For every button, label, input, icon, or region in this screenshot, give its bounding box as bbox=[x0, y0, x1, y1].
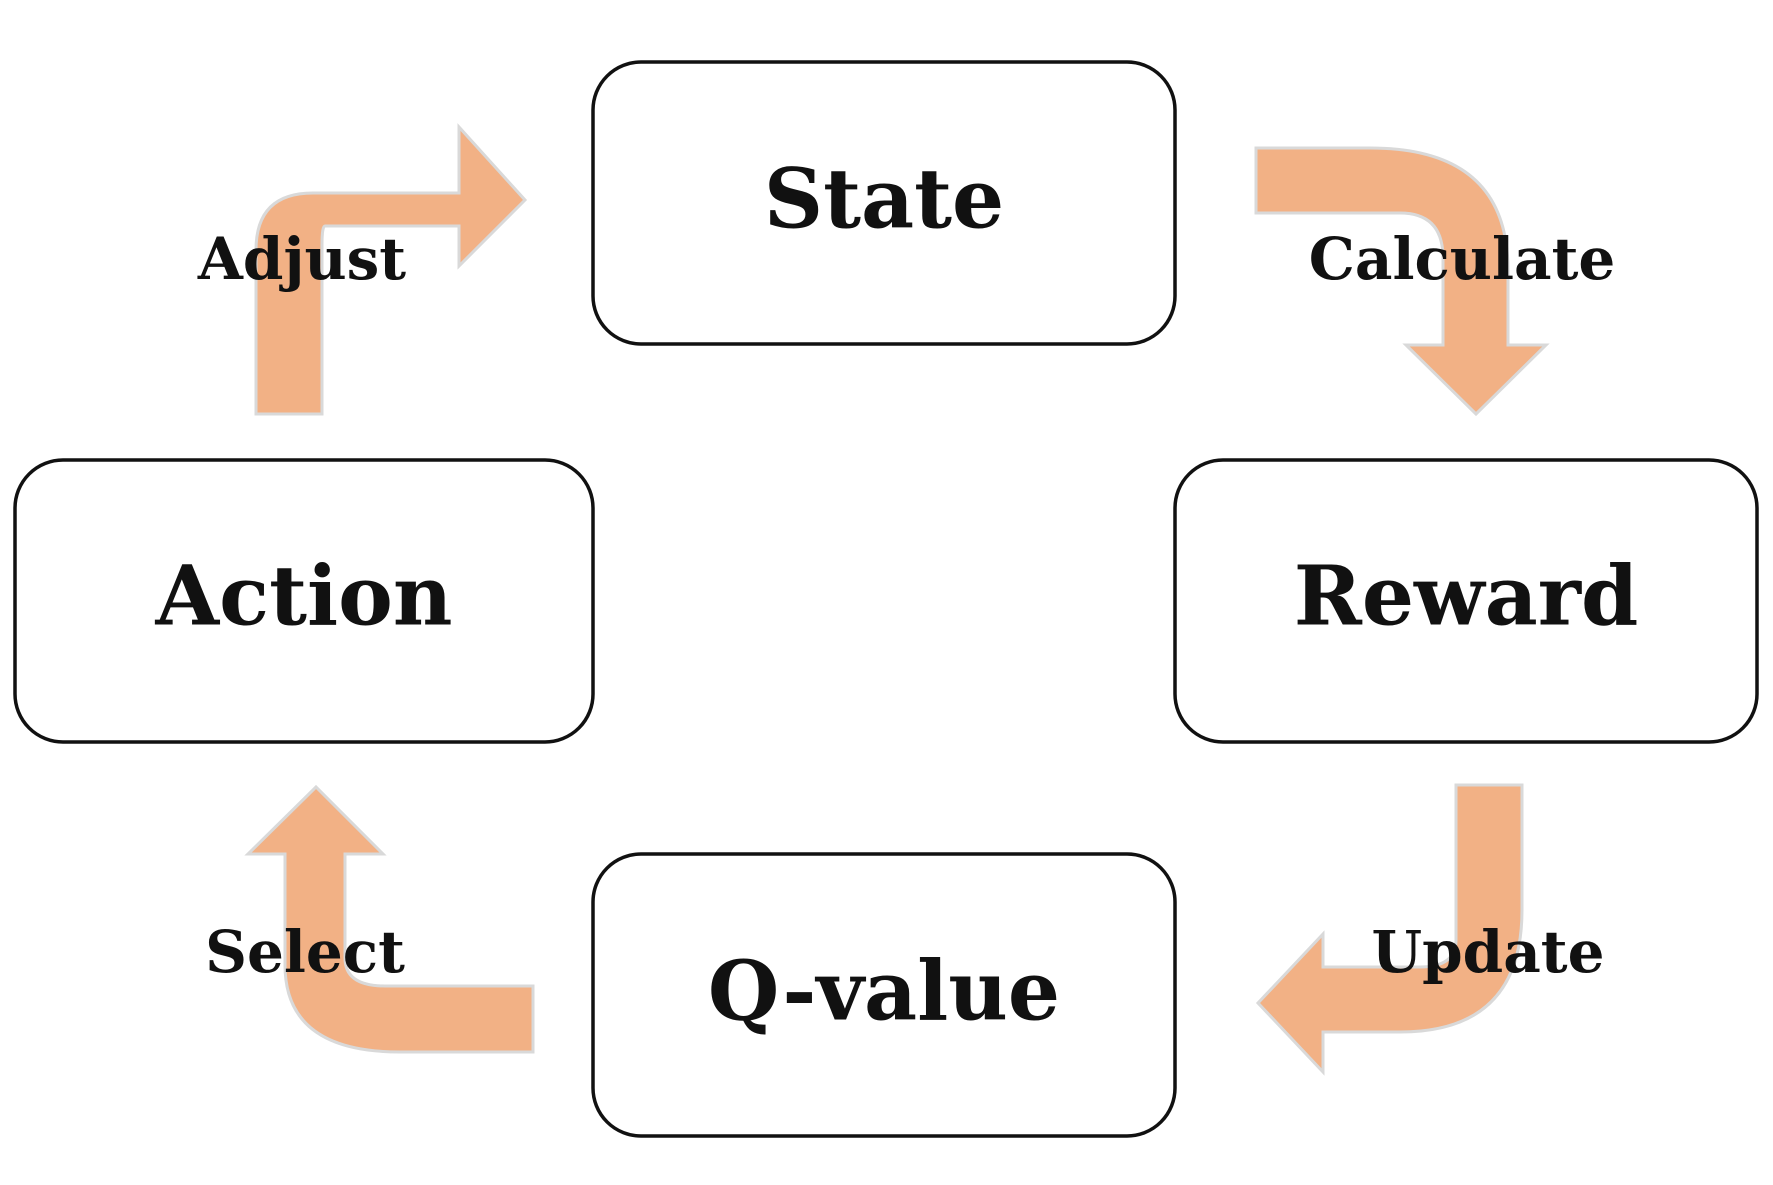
action-label: Action bbox=[155, 548, 453, 644]
q-value-label: Q-value bbox=[708, 943, 1060, 1039]
calculate-arrow bbox=[1254, 146, 1550, 417]
state-label: State bbox=[764, 151, 1004, 247]
q-value-node: Q-value bbox=[591, 852, 1177, 1138]
adjust-arrow bbox=[254, 123, 528, 416]
action-box bbox=[13, 458, 595, 744]
q-value-box bbox=[591, 852, 1177, 1138]
calculate-label: Calculate bbox=[1309, 225, 1616, 293]
action-node: Action bbox=[13, 458, 595, 744]
state-node: State bbox=[591, 60, 1177, 346]
reward-box bbox=[1173, 458, 1759, 744]
update-arrow bbox=[1255, 783, 1524, 1076]
update-label: Update bbox=[1372, 918, 1605, 986]
reward-node: Reward bbox=[1173, 458, 1759, 744]
adjust-label: Adjust bbox=[197, 225, 406, 293]
state-box bbox=[591, 60, 1177, 346]
select-arrow bbox=[244, 784, 535, 1054]
select-label: Select bbox=[205, 918, 405, 986]
reward-label: Reward bbox=[1294, 548, 1639, 644]
